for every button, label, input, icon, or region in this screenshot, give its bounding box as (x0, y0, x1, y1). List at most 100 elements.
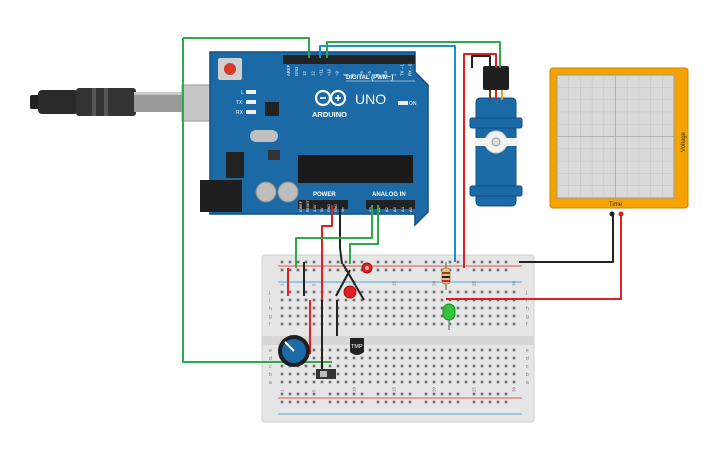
breadboard-hole[interactable] (448, 356, 452, 360)
wire-scope-gnd[interactable] (519, 214, 614, 263)
breadboard-hole[interactable] (512, 372, 516, 376)
breadboard-hole[interactable] (280, 372, 284, 376)
rail-hole[interactable] (304, 392, 308, 396)
jumper-diagonal-black[interactable] (342, 263, 365, 301)
breadboard-hole[interactable] (480, 364, 484, 368)
breadboard-hole[interactable] (440, 380, 444, 384)
breadboard-hole[interactable] (280, 290, 284, 294)
breadboard-hole[interactable] (352, 322, 356, 326)
breadboard-hole[interactable] (472, 356, 476, 360)
breadboard-hole[interactable] (464, 290, 468, 294)
breadboard-hole[interactable] (440, 314, 444, 318)
rail-hole[interactable] (472, 400, 476, 404)
breadboard-hole[interactable] (384, 306, 388, 310)
breadboard-hole[interactable] (392, 372, 396, 376)
breadboard-hole[interactable] (424, 380, 428, 384)
breadboard-hole[interactable] (456, 372, 460, 376)
breadboard-hole[interactable] (464, 314, 468, 318)
rail-hole[interactable] (456, 400, 460, 404)
rail-hole[interactable] (288, 268, 292, 272)
breadboard-hole[interactable] (432, 364, 436, 368)
breadboard-hole[interactable] (408, 306, 412, 310)
breadboard-hole[interactable] (472, 314, 476, 318)
rail-hole[interactable] (504, 268, 508, 272)
photoresistor[interactable] (361, 262, 373, 274)
breadboard-hole[interactable] (496, 322, 500, 326)
breadboard-hole[interactable] (360, 364, 364, 368)
breadboard-hole[interactable] (384, 322, 388, 326)
breadboard-hole[interactable] (440, 290, 444, 294)
rail-hole[interactable] (352, 400, 356, 404)
rail-hole[interactable] (328, 268, 332, 272)
breadboard-hole[interactable] (432, 380, 436, 384)
rail-hole[interactable] (448, 400, 452, 404)
usb-cable[interactable] (30, 84, 225, 122)
wire-servo-signal[interactable] (326, 41, 501, 68)
rail-hole[interactable] (304, 260, 308, 264)
rail-hole[interactable] (312, 400, 316, 404)
rail-hole[interactable] (448, 260, 452, 264)
rail-hole[interactable] (296, 260, 300, 264)
breadboard-hole[interactable] (464, 306, 468, 310)
breadboard-hole[interactable] (360, 314, 364, 318)
breadboard-hole[interactable] (336, 372, 340, 376)
breadboard-hole[interactable] (496, 356, 500, 360)
breadboard-hole[interactable] (336, 356, 340, 360)
breadboard-hole[interactable] (336, 364, 340, 368)
rail-hole[interactable] (496, 260, 500, 264)
rail-hole[interactable] (480, 392, 484, 396)
wire-scope-signal[interactable] (446, 214, 622, 300)
breadboard-hole[interactable] (400, 356, 404, 360)
breadboard-hole[interactable] (392, 348, 396, 352)
breadboard-hole[interactable] (376, 364, 380, 368)
rail-hole[interactable] (304, 400, 308, 404)
breadboard-hole[interactable] (416, 364, 420, 368)
breadboard-hole[interactable] (488, 348, 492, 352)
breadboard-hole[interactable] (464, 372, 468, 376)
breadboard-hole[interactable] (400, 306, 404, 310)
temperature-sensor[interactable]: TMP (350, 338, 364, 355)
breadboard-hole[interactable] (352, 356, 356, 360)
breadboard-hole[interactable] (504, 356, 508, 360)
rail-hole[interactable] (336, 400, 340, 404)
wire-pin12-green[interactable] (183, 37, 310, 58)
breadboard-hole[interactable] (480, 290, 484, 294)
breadboard-hole[interactable] (352, 380, 356, 384)
breadboard-hole[interactable] (512, 380, 516, 384)
rail-hole[interactable] (432, 392, 436, 396)
breadboard-hole[interactable] (296, 290, 300, 294)
breadboard-hole[interactable] (368, 298, 372, 302)
breadboard-hole[interactable] (488, 356, 492, 360)
breadboard-hole[interactable] (472, 306, 476, 310)
breadboard-hole[interactable] (360, 290, 364, 294)
breadboard-hole[interactable] (408, 372, 412, 376)
breadboard-hole[interactable] (328, 356, 332, 360)
rail-hole[interactable] (344, 400, 348, 404)
breadboard-hole[interactable] (312, 290, 316, 294)
breadboard-hole[interactable] (424, 298, 428, 302)
breadboard-hole[interactable] (400, 314, 404, 318)
rail-hole[interactable] (376, 400, 380, 404)
wire-a0-green[interactable] (295, 205, 373, 268)
wire-pot-green[interactable] (182, 38, 332, 363)
breadboard-hole[interactable] (456, 364, 460, 368)
breadboard-hole[interactable] (328, 364, 332, 368)
breadboard-hole[interactable] (288, 290, 292, 294)
rail-hole[interactable] (280, 260, 284, 264)
breadboard-hole[interactable] (408, 380, 412, 384)
breadboard-hole[interactable] (384, 364, 388, 368)
rail-hole[interactable] (400, 392, 404, 396)
rail-hole[interactable] (352, 260, 356, 264)
breadboard-hole[interactable] (408, 322, 412, 326)
breadboard-hole[interactable] (400, 348, 404, 352)
breadboard-hole[interactable] (448, 290, 452, 294)
breadboard-hole[interactable] (432, 290, 436, 294)
breadboard-hole[interactable] (328, 306, 332, 310)
breadboard-hole[interactable] (480, 322, 484, 326)
breadboard-hole[interactable] (392, 306, 396, 310)
rail-hole[interactable] (336, 392, 340, 396)
wire-servo-power[interactable] (463, 53, 497, 268)
breadboard-hole[interactable] (328, 298, 332, 302)
breadboard-hole[interactable] (424, 290, 428, 294)
rail-hole[interactable] (392, 268, 396, 272)
